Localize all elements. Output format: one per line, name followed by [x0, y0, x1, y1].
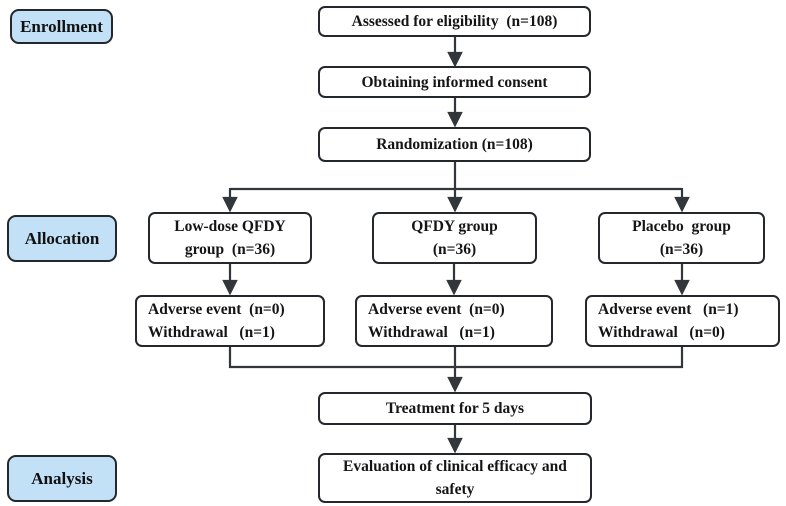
box-group-placebo: Placebo group (n=36) — [598, 212, 765, 264]
box-text: Randomization (n=108) — [376, 136, 533, 153]
arrowhead — [447, 437, 463, 454]
box-text-line2: (n=36) — [659, 241, 704, 258]
box-text-line2: group (n=36) — [184, 241, 276, 258]
arrowhead — [447, 196, 463, 213]
box-text-line2: Withdrawal (n=1) — [148, 324, 275, 341]
box-text-line2: Withdrawal (n=1) — [368, 324, 495, 341]
stage-label-enrollment: Enrollment — [10, 9, 113, 44]
box-text-line1: Placebo group — [632, 218, 731, 235]
stage-label-allocation: Allocation — [7, 215, 117, 262]
stage-label-analysis: Analysis — [7, 455, 117, 502]
box-text-line2: (n=36) — [432, 241, 477, 258]
box-evaluation: Evaluation of clinical efficacy and safe… — [318, 453, 592, 503]
box-informed-consent: Obtaining informed consent — [318, 66, 591, 98]
box-outcome-low-dose: Adverse event (n=0) Withdrawal (n=1) — [135, 295, 325, 347]
box-text-line1: Low-dose QFDY — [174, 218, 286, 235]
arrowhead — [447, 376, 463, 393]
box-text: Obtaining informed consent — [361, 73, 548, 91]
box-text-line2: Withdrawal (n=0) — [598, 324, 725, 341]
arrowhead — [222, 279, 238, 296]
box-text: Treatment for 5 days — [385, 400, 525, 417]
arrowhead — [222, 196, 238, 213]
box-outcome-qfdy: Adverse event (n=0) Withdrawal (n=1) — [355, 295, 553, 347]
box-text-line1: QFDY group — [411, 218, 498, 235]
box-group-qfdy: QFDY group (n=36) — [372, 212, 537, 264]
arrowhead — [674, 279, 690, 296]
box-group-low-dose-qfdy: Low-dose QFDY group (n=36) — [148, 212, 312, 264]
box-text-line2: safety — [435, 481, 475, 498]
arrowhead — [446, 279, 462, 296]
box-treatment: Treatment for 5 days — [318, 392, 592, 425]
arrowhead — [447, 111, 463, 128]
box-outcome-placebo: Adverse event (n=1) Withdrawal (n=0) — [585, 295, 780, 347]
box-assessed-for-eligibility: Assessed for eligibility (n=108) — [318, 6, 591, 37]
box-text-line1: Adverse event (n=0) — [148, 301, 285, 318]
box-text: Assessed for eligibility (n=108) — [351, 13, 558, 30]
box-text-line1: Evaluation of clinical efficacy and — [343, 458, 567, 475]
box-randomization: Randomization (n=108) — [318, 127, 591, 162]
box-text-line1: Adverse event (n=0) — [368, 301, 505, 318]
arrowhead — [674, 196, 690, 213]
box-text-line1: Adverse event (n=1) — [598, 301, 739, 318]
arrowhead — [447, 51, 463, 68]
